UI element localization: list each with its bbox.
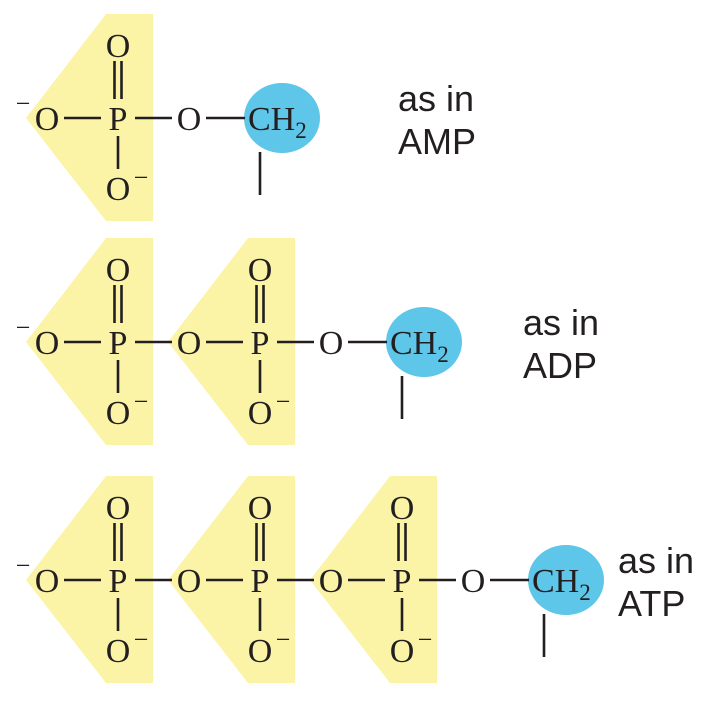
atom-oxygen-bottom: O xyxy=(106,171,131,208)
atom-ch2-main: CH xyxy=(532,563,579,600)
atom-oxygen-top: O xyxy=(106,490,131,527)
atom-oxygen-bottom: O xyxy=(106,395,131,432)
negative-charge: − xyxy=(16,89,31,118)
atom-ch2-main: CH xyxy=(248,101,295,138)
row-caption-line1: as in xyxy=(618,540,694,581)
row-caption-line1: as in xyxy=(523,302,599,343)
row-caption-line1: as in xyxy=(398,78,474,119)
atom-oxygen-top: O xyxy=(106,252,131,289)
atom-oxygen: O xyxy=(35,325,60,362)
negative-charge: − xyxy=(134,625,149,654)
atom-phosphorus: P xyxy=(109,563,128,600)
ch2-highlight-circle xyxy=(244,83,320,153)
negative-charge: − xyxy=(16,551,31,580)
atom-ch2: CH2 xyxy=(532,563,591,605)
atom-ch2-subscript: 2 xyxy=(295,118,307,143)
negative-charge: − xyxy=(16,313,31,342)
negative-charge: − xyxy=(418,625,433,654)
atom-oxygen-bridge: O xyxy=(177,325,202,362)
atom-oxygen-top: O xyxy=(390,490,415,527)
row-caption-line2: AMP xyxy=(398,121,476,162)
atom-oxygen-top: O xyxy=(248,252,273,289)
atom-oxygen: O xyxy=(35,563,60,600)
atom-ch2-main: CH xyxy=(390,325,437,362)
negative-charge: − xyxy=(134,387,149,416)
atom-phosphorus: P xyxy=(251,563,270,600)
atom-oxygen: O xyxy=(35,101,60,138)
negative-charge: − xyxy=(276,625,291,654)
atom-oxygen-bridge: O xyxy=(461,563,486,600)
atom-oxygen-bottom: O xyxy=(248,395,273,432)
atom-phosphorus: P xyxy=(393,563,412,600)
atom-phosphorus: P xyxy=(109,101,128,138)
row-caption-line2: ADP xyxy=(523,345,597,386)
atom-oxygen-top: O xyxy=(106,28,131,65)
atom-oxygen-bridge: O xyxy=(177,101,202,138)
atom-oxygen-top: O xyxy=(248,490,273,527)
atom-oxygen-bridge: O xyxy=(319,325,344,362)
atom-oxygen-bottom: O xyxy=(106,633,131,670)
atom-ch2: CH2 xyxy=(248,101,307,143)
atom-phosphorus: P xyxy=(251,325,270,362)
atom-phosphorus: P xyxy=(109,325,128,362)
ch2-highlight-circle xyxy=(386,307,462,377)
ch2-highlight-circle xyxy=(528,545,604,615)
atom-ch2-subscript: 2 xyxy=(437,342,449,367)
atom-ch2: CH2 xyxy=(390,325,449,367)
atom-ch2-subscript: 2 xyxy=(579,580,591,605)
atom-oxygen-bottom: O xyxy=(390,633,415,670)
atom-oxygen-bridge: O xyxy=(319,563,344,600)
atom-oxygen-bridge: O xyxy=(177,563,202,600)
negative-charge: − xyxy=(276,387,291,416)
negative-charge: − xyxy=(134,163,149,192)
atom-oxygen-bottom: O xyxy=(248,633,273,670)
row-caption-line2: ATP xyxy=(618,583,685,624)
